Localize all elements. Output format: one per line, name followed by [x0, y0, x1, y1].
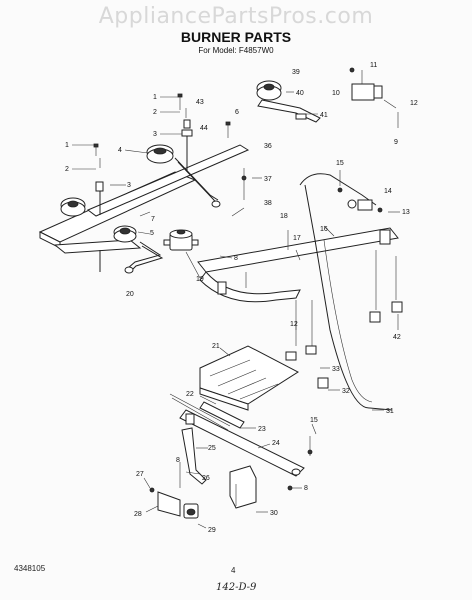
- callout-42: 42: [393, 334, 401, 341]
- callout-43: 43: [196, 99, 204, 106]
- watermark-text: AppliancePartsPros.com: [98, 4, 374, 29]
- page-number: 4: [231, 566, 236, 575]
- callout-26: 26: [202, 475, 210, 482]
- valve-switch: [349, 67, 399, 128]
- callout-23: 23: [258, 426, 266, 433]
- callout-37: 37: [264, 176, 272, 183]
- callout-9: 9: [394, 139, 398, 146]
- baffle-plate: [199, 345, 299, 411]
- callout-4: 4: [118, 147, 122, 154]
- callout-2a: 2: [153, 109, 157, 116]
- callout-33: 33: [332, 366, 340, 373]
- callout-7: 7: [151, 216, 155, 223]
- callout-44: 44: [200, 125, 208, 132]
- callout-8c: 8: [304, 485, 308, 492]
- callout-40: 40: [296, 90, 304, 97]
- callout-10: 10: [332, 90, 340, 97]
- oven-burner-tube: [197, 227, 399, 303]
- callout-29: 29: [208, 527, 216, 534]
- handwritten-note: 142-D-9: [216, 582, 257, 593]
- broil-burner: [169, 393, 313, 477]
- callout-3b: 3: [127, 182, 131, 189]
- callout-1b: 1: [65, 142, 69, 149]
- callout-15a: 15: [336, 160, 344, 167]
- callout-2b: 2: [65, 166, 69, 173]
- document-number: 4348105: [14, 564, 46, 573]
- callout-16: 16: [320, 226, 328, 233]
- callout-5: 5: [150, 230, 154, 237]
- callout-15b: 15: [310, 417, 318, 424]
- diagram-title: BURNER PARTS: [180, 29, 292, 45]
- spark-electrodes: [285, 250, 403, 389]
- callout-14: 14: [384, 188, 392, 195]
- callout-36: 36: [264, 143, 272, 150]
- callout-8b: 8: [176, 457, 180, 464]
- callout-30: 30: [270, 510, 278, 517]
- lower-hardware: [149, 465, 293, 519]
- callout-12: 12: [410, 100, 418, 107]
- igniter-assembly: [241, 80, 321, 200]
- callout-8a: 8: [234, 255, 238, 262]
- callout-19: 19: [196, 276, 204, 283]
- callout-13: 13: [402, 209, 410, 216]
- model-subtitle: For Model: F4857W0: [198, 46, 274, 55]
- thermostat-capillary: [299, 173, 393, 411]
- callout-17: 17: [293, 235, 301, 242]
- callout-12b: 12: [290, 321, 298, 328]
- callout-11: 11: [370, 62, 377, 69]
- callout-labels: 1 43 2 44 6 3 1 4 2 3 7 5 19 8 20 39 40 …: [65, 62, 418, 534]
- callout-32: 32: [342, 388, 350, 395]
- callout-38: 38: [264, 200, 272, 207]
- callout-3: 3: [153, 131, 157, 138]
- burner-manifold-assembly: [38, 93, 250, 274]
- callout-20: 20: [126, 291, 134, 298]
- callout-6: 6: [235, 109, 239, 116]
- callout-1a: 1: [153, 94, 157, 101]
- callout-27: 27: [136, 471, 144, 478]
- igniter-bracket: [179, 413, 207, 488]
- callout-25: 25: [208, 445, 216, 452]
- leader-lines: [72, 91, 400, 529]
- callout-41: 41: [320, 112, 328, 119]
- callout-22: 22: [186, 391, 194, 398]
- callout-24: 24: [272, 440, 280, 447]
- callout-21: 21: [212, 343, 220, 350]
- gas-regulator: [163, 229, 199, 251]
- callout-31: 31: [386, 408, 394, 415]
- callout-28: 28: [134, 511, 142, 518]
- callout-18: 18: [280, 213, 288, 220]
- callout-39: 39: [292, 69, 300, 76]
